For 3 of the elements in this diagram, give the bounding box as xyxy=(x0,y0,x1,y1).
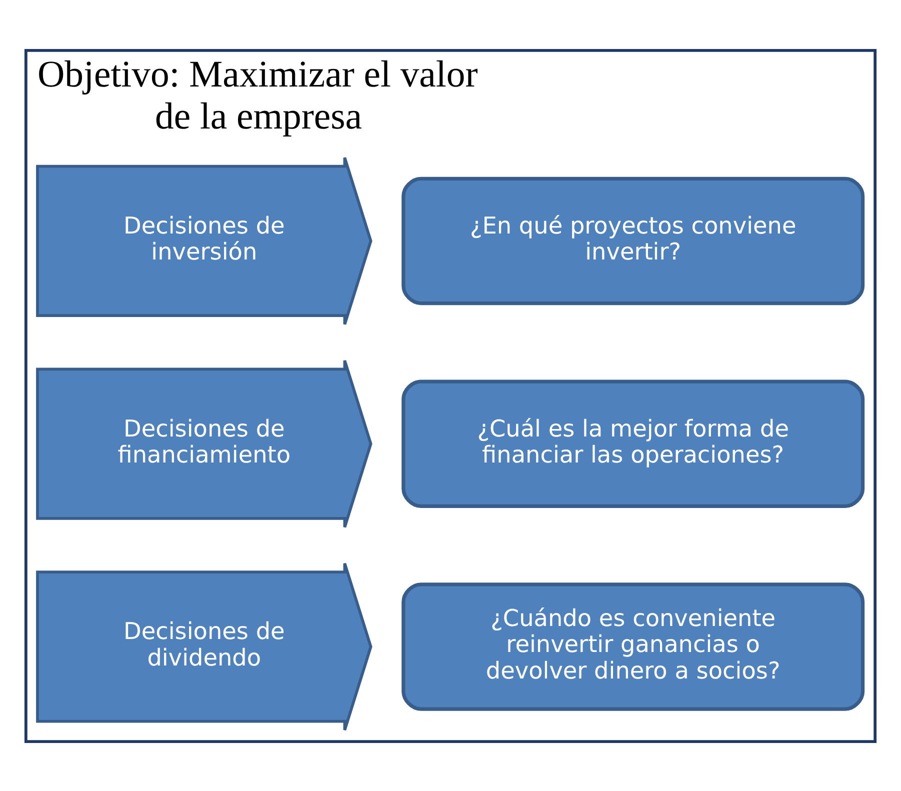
node-box: ¿En qué proyectos conviene invertir? xyxy=(402,176,865,305)
node-box: ¿Cuál es la mejor forma de financiar las operaciones? xyxy=(402,379,865,508)
node-box: ¿Cuándo es conveniente reinvertir ganancias o devolver dinero a socios? xyxy=(402,582,865,710)
